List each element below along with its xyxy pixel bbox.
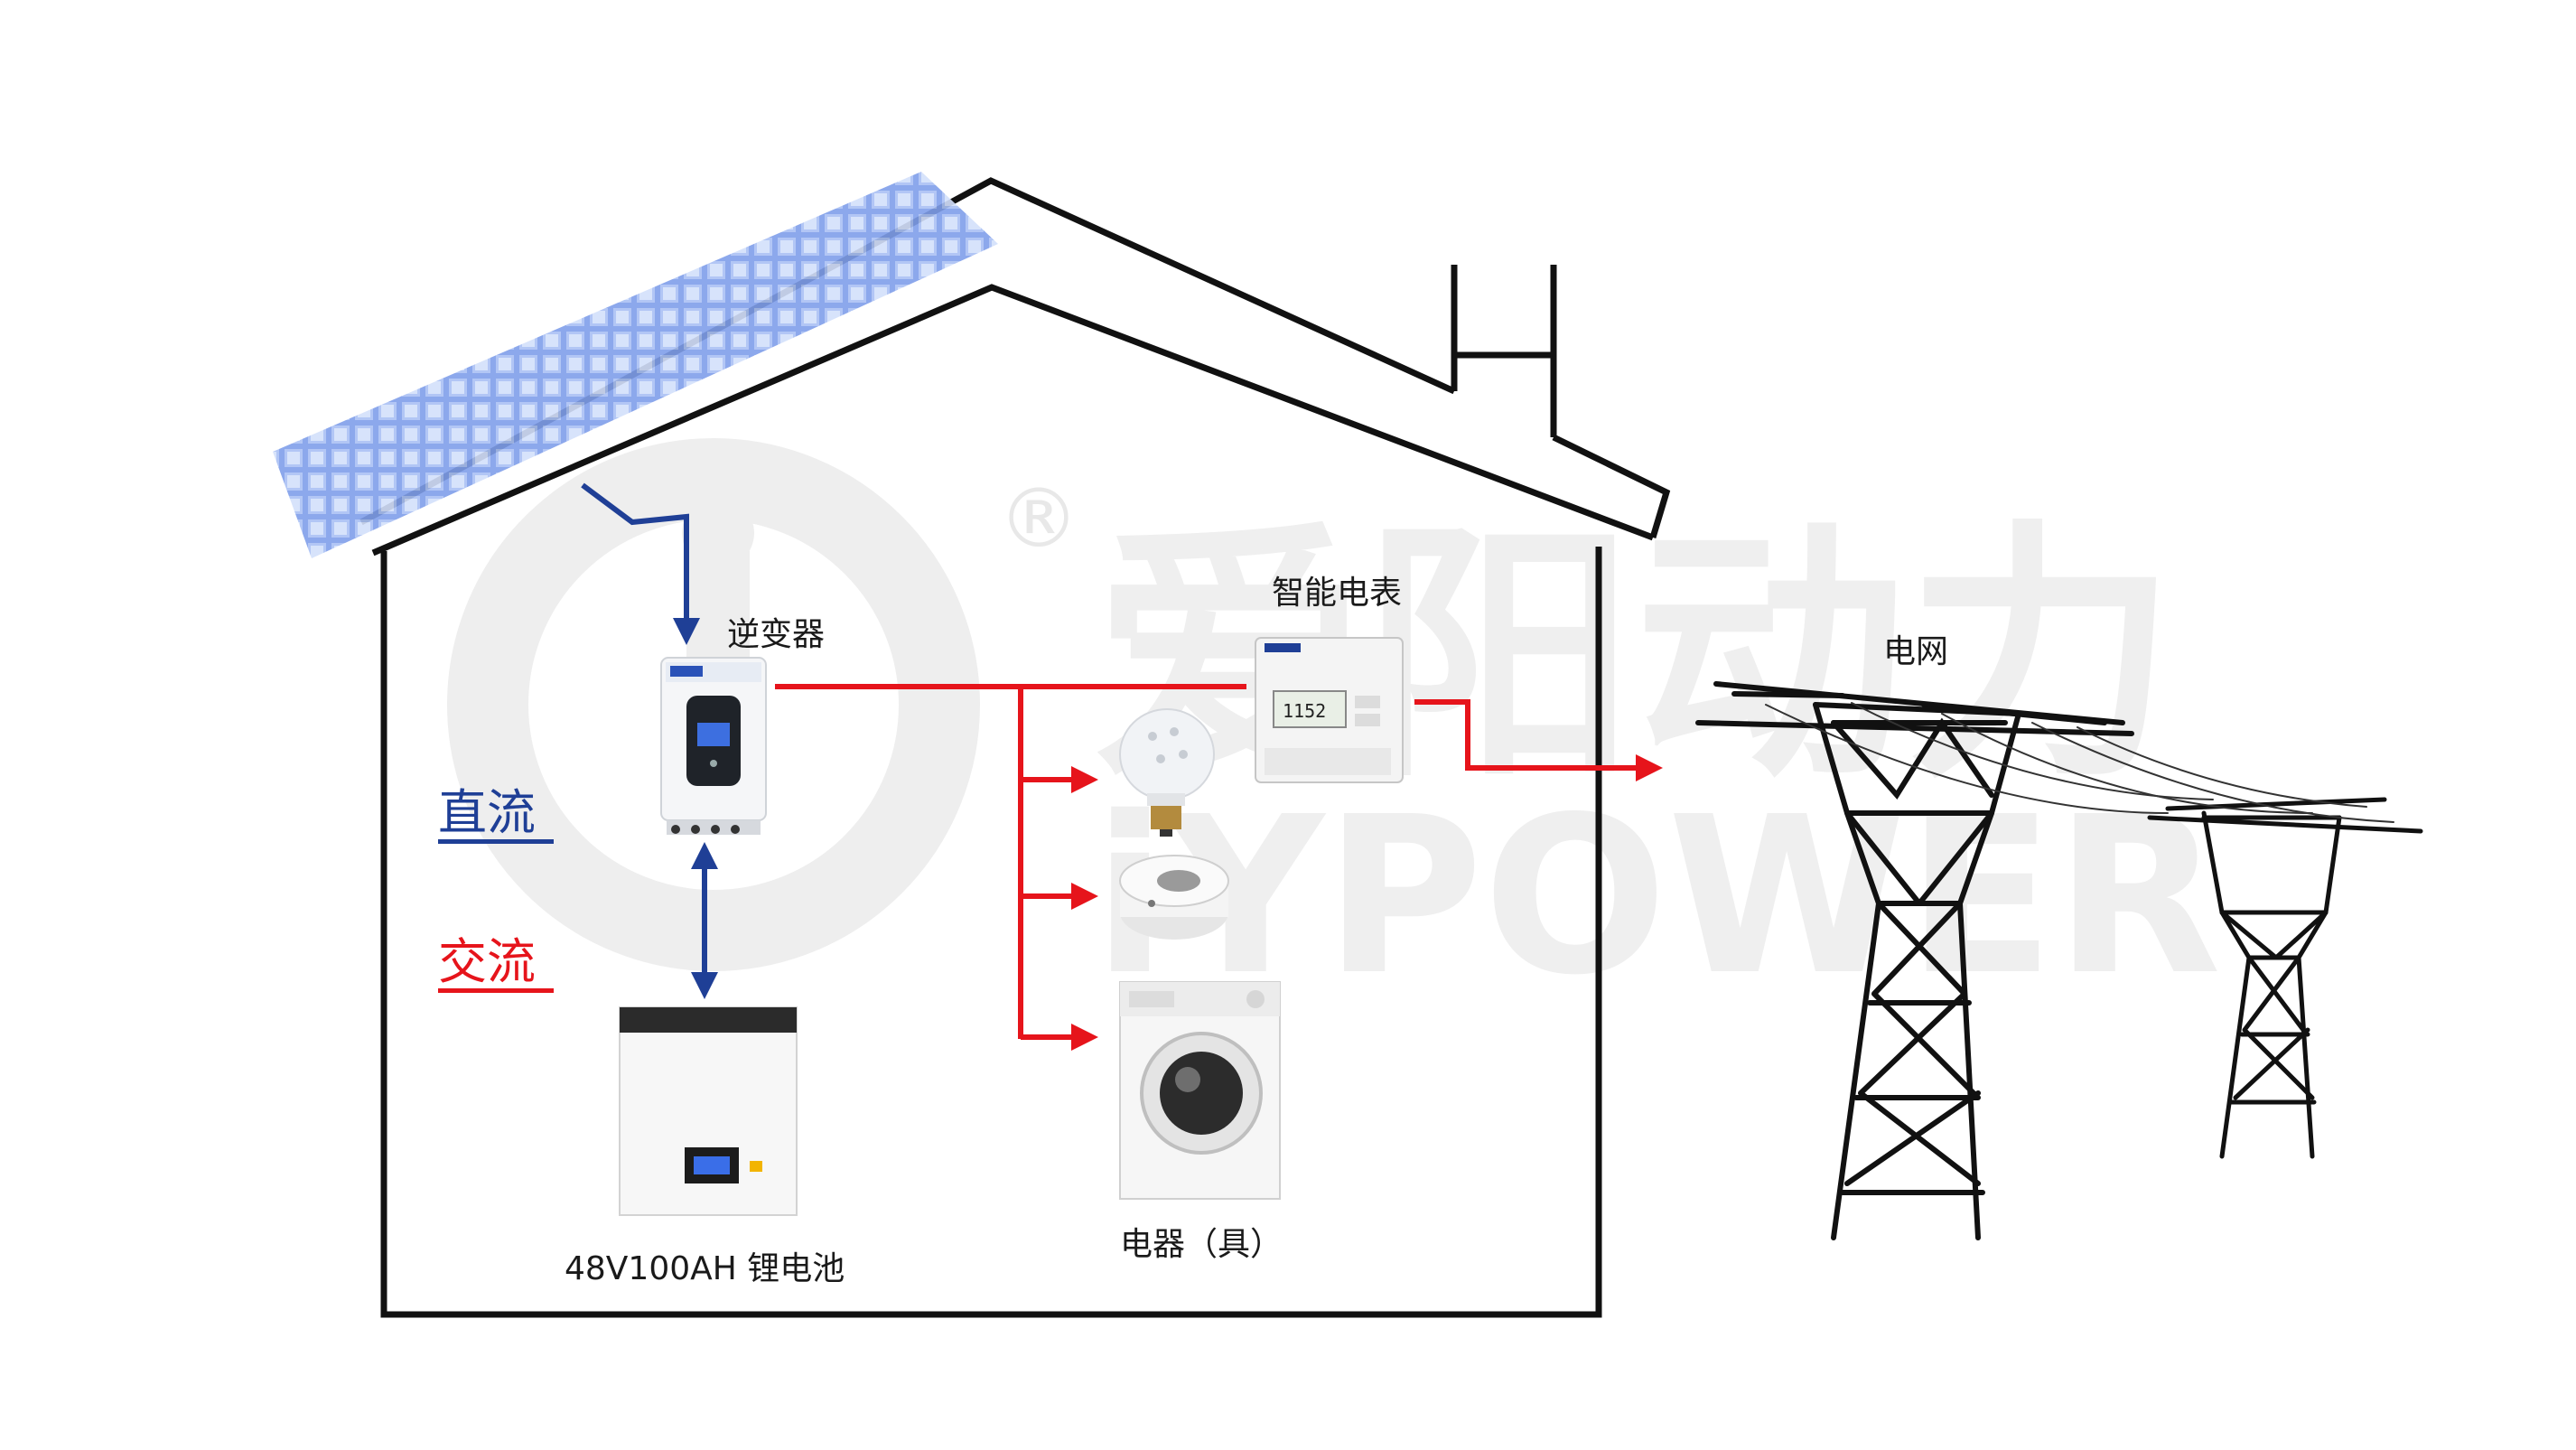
grid-label: 电网 [1883,633,1949,670]
battery-label: 48V100AH 锂电池 [565,1250,845,1287]
legend-dc-line [438,839,554,844]
ac-wiring [775,684,1663,1051]
legend-dc: 直流 [438,772,554,844]
power-lines [1765,702,2394,823]
legend-ac-label: 交流 [438,933,536,990]
pylon-large [1695,681,2134,1240]
chimney [1451,265,1557,437]
smart-meter-label: 智能电表 [1272,575,1403,612]
pylon-small [2147,797,2423,1159]
rice-cooker-icon [1119,855,1229,940]
legend-ac-line [438,988,554,993]
solar-panel-icon [273,172,998,558]
pylon-icon [1695,681,2423,1240]
legend-ac: 交流 [438,921,554,993]
battery-icon [619,1006,798,1216]
legend-dc-label: 直流 [438,784,536,841]
svg-text:1152: 1152 [1283,700,1326,722]
roof-inner [371,284,1655,557]
ac-line-meter-to-grid [1414,699,1663,781]
meter-icon: 1152 [1255,637,1404,783]
washing-machine-icon [1119,981,1281,1200]
inverter-label: 逆变器 [727,616,826,653]
house-outline [359,177,1671,1318]
inverter-icon [660,657,767,835]
bulb-icon [1119,708,1215,837]
dc-line-panel-to-inverter [581,482,700,645]
watermark-brand-en: iYPOWER [1093,770,2221,1023]
appliances-label: 电器（具） [1120,1226,1283,1263]
watermark-registered: ® [998,472,1079,566]
house-walls [380,547,1602,1318]
